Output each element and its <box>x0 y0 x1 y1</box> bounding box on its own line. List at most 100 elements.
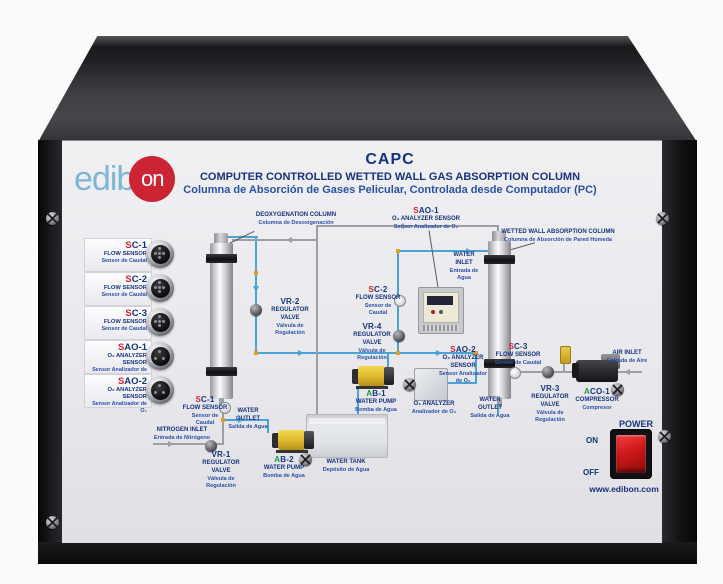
pipe-water <box>397 250 489 252</box>
wetted-wall-column <box>488 241 511 399</box>
connector-socket-sc2[interactable] <box>146 274 174 302</box>
label-sc3: SC-3 FLOW SENSOR Sensor de Caudal <box>494 342 542 367</box>
connector-socket-sc1[interactable] <box>146 240 174 268</box>
chassis-left-side <box>38 140 64 564</box>
edibon-logo: edib on <box>74 156 176 202</box>
label-plate-sao1: SAO-1 O₂ ANALYZER SENSOR Sensor Analizad… <box>84 340 152 380</box>
pipe-gas <box>153 443 224 445</box>
chassis-right-side <box>660 140 697 564</box>
flow-arrow <box>624 368 630 375</box>
flow-arrow <box>168 440 174 447</box>
label-deoxygenation-column: DEOXYGENATION COLUMN Columna de Desoxige… <box>255 212 337 226</box>
label-ab2: AB-2 WATER PUMP Bomba de Agua <box>263 455 305 480</box>
pipe-gas <box>316 225 318 415</box>
panel-screw <box>299 453 312 466</box>
label-water-tank: WATER TANK Depósito de Agua <box>322 459 370 473</box>
label-sao2: SAO-2 O₂ ANALYZER SENSOR Sensor Analizad… <box>438 345 488 385</box>
analyzer-display <box>427 296 453 305</box>
panel-header: CAPC COMPUTER CONTROLLED WETTED WALL GAS… <box>180 151 600 196</box>
label-vr3: VR-3 REGULATOR VALVE Válvula de Regulaci… <box>531 384 569 424</box>
compressor-aco1 <box>572 354 622 386</box>
pipe-water <box>387 352 389 368</box>
label-air-inlet: AIR INLET Entrada de Aire <box>606 350 648 364</box>
wetted-wall-column-neck <box>492 231 506 243</box>
pipe-junction <box>254 271 258 275</box>
label-plate-sc1: SC-1 FLOW SENSOR Sensor de Caudal <box>84 238 152 272</box>
chassis-bottom <box>38 542 697 564</box>
o2-analyzer-display-unit <box>418 287 464 334</box>
valve-vr3[interactable] <box>542 366 554 378</box>
label-plate-sao2: SAO-2 O₂ ANALYZER SENSOR Sensor Analizad… <box>84 374 152 414</box>
pipe-junction <box>221 418 225 422</box>
panel-screw <box>658 430 671 443</box>
label-plate-sc3: SC-3 FLOW SENSOR Sensor de Caudal <box>84 306 152 340</box>
column-flange <box>484 255 515 264</box>
pipe-water <box>475 352 477 384</box>
pipe-junction <box>254 351 258 355</box>
model-code: CAPC <box>365 151 415 168</box>
air-filter <box>560 346 571 364</box>
label-water-inlet: WATER INLET Entrada de Agua <box>449 252 479 281</box>
valve-vr2[interactable] <box>250 304 262 316</box>
pipe-gas <box>232 239 318 241</box>
pipe-water <box>357 386 359 416</box>
pipe-water <box>444 382 477 384</box>
title-english: COMPUTER CONTROLLED WETTED WALL GAS ABSO… <box>199 171 581 183</box>
connector-socket-sao1[interactable] <box>146 342 174 370</box>
label-vr1: VR-1 REGULATOR VALVE Válvula de Regulaci… <box>202 450 240 490</box>
flow-arrow <box>466 247 472 254</box>
label-aco1: ACO-1 COMPRESSOR Compresor <box>575 387 619 412</box>
flow-arrow <box>252 286 259 292</box>
flow-sensor-sc1 <box>219 402 231 414</box>
power-rocker-switch[interactable] <box>616 435 646 473</box>
panel-screw <box>403 378 416 391</box>
pipe-water <box>223 419 269 421</box>
website-text: www.edibon.com <box>589 484 659 494</box>
water-tank <box>306 414 388 458</box>
panel-screw <box>46 516 59 529</box>
power-off-label: OFF <box>583 468 599 477</box>
power-label: POWER <box>618 419 653 429</box>
valve-vr1[interactable] <box>205 440 217 452</box>
panel-screw <box>46 212 59 225</box>
pipe-gas <box>316 225 499 227</box>
flow-arrow <box>436 349 442 356</box>
o2-analyzer-cell <box>414 368 448 401</box>
chassis-top <box>38 36 697 142</box>
valve-vr4[interactable] <box>393 330 405 342</box>
pipe-water <box>218 236 258 238</box>
column-flange <box>206 367 237 376</box>
pipe-junction <box>474 351 478 355</box>
flow-arrow <box>398 222 404 229</box>
pipe-water <box>255 236 257 354</box>
column-flange <box>206 254 237 263</box>
pipe-water <box>255 352 477 354</box>
pipe-junction <box>396 351 400 355</box>
water-pump-ab2 <box>272 430 314 453</box>
flow-arrow <box>286 236 292 243</box>
label-ab1: AB-1 WATER PUMP Bomba de Agua <box>355 389 397 414</box>
panel-screw <box>656 212 669 225</box>
label-water-outlet-left: WATER OUTLET Salida de Agua <box>228 408 268 430</box>
deoxygenation-column-neck <box>214 233 228 245</box>
label-nitrogen-inlet: NITROGEN INLET Entrada de Nitrógeno <box>154 427 210 441</box>
column-flange <box>484 359 515 368</box>
front-panel <box>62 140 662 543</box>
power-on-label: ON <box>586 436 598 445</box>
logo-text: edib <box>74 159 135 198</box>
pipe-water <box>267 419 269 433</box>
label-o2-analyzer: O₂ ANALYZER Analizador de O₂ <box>411 401 457 415</box>
connector-socket-sao2[interactable] <box>146 376 174 404</box>
column-outlet <box>497 398 502 407</box>
flow-sensor-sc2 <box>394 295 406 307</box>
label-sc1: SC-1 FLOW SENSOR Sensor de Caudal <box>182 395 228 427</box>
logo-red-circle-icon: on <box>129 156 176 202</box>
flow-arrow <box>298 349 304 356</box>
connector-socket-sc3[interactable] <box>146 308 174 336</box>
title-spanish: Columna de Absorción de Gases Pelicular,… <box>183 184 597 196</box>
deoxygenation-column <box>210 243 233 399</box>
label-sc2: SC-2 FLOW SENSOR Sensor de Caudal <box>355 285 401 317</box>
label-wetted-wall-column: WETTED WALL ABSORPTION COLUMN Columna de… <box>501 229 615 243</box>
label-water-outlet-right: WATER OUTLET Salida de Agua <box>470 397 510 419</box>
